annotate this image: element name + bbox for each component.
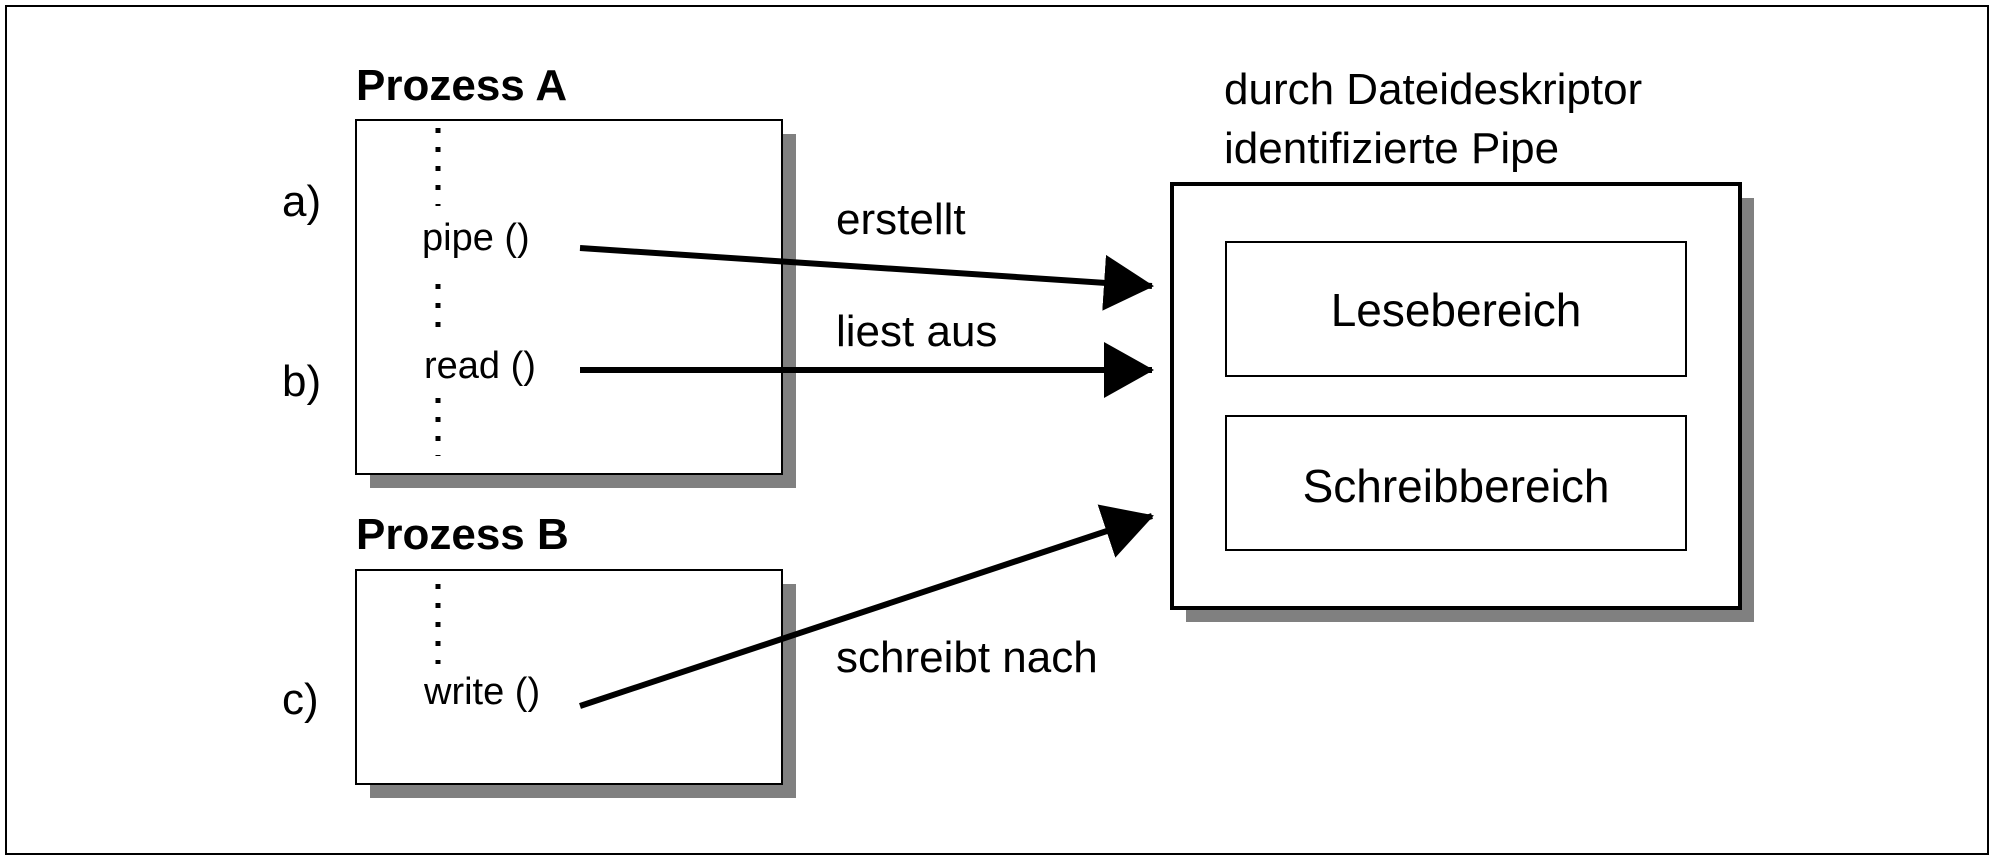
- marker-c: c): [282, 675, 319, 724]
- write-area-box: [1225, 415, 1687, 551]
- writes-label: schreibt nach: [836, 633, 1098, 682]
- creates-arrow: [579, 245, 1154, 311]
- process-a-title: Prozess A: [356, 61, 567, 110]
- read-area-box: [1225, 241, 1687, 377]
- write-area-label: Schreibbereich: [1303, 460, 1610, 512]
- pipe-caption-line2: identifizierte Pipe: [1224, 124, 1559, 173]
- pipe-caption-line1: durch Dateideskriptor: [1224, 65, 1642, 114]
- reads-label: liest aus: [836, 307, 997, 356]
- marker-a: a): [282, 177, 321, 226]
- process-b-box: [355, 569, 783, 785]
- marker-b: b): [282, 357, 321, 406]
- process-b-title: Prozess B: [356, 510, 569, 559]
- read-area-label: Lesebereich: [1331, 284, 1582, 336]
- pipe-call: pipe (): [422, 217, 530, 259]
- writes-arrow: [579, 504, 1154, 709]
- figure-frame: [5, 5, 1989, 855]
- write-call: write (): [423, 671, 540, 713]
- creates-label: erstellt: [836, 195, 966, 244]
- process-a-box: [355, 119, 783, 475]
- read-call: read (): [424, 345, 536, 387]
